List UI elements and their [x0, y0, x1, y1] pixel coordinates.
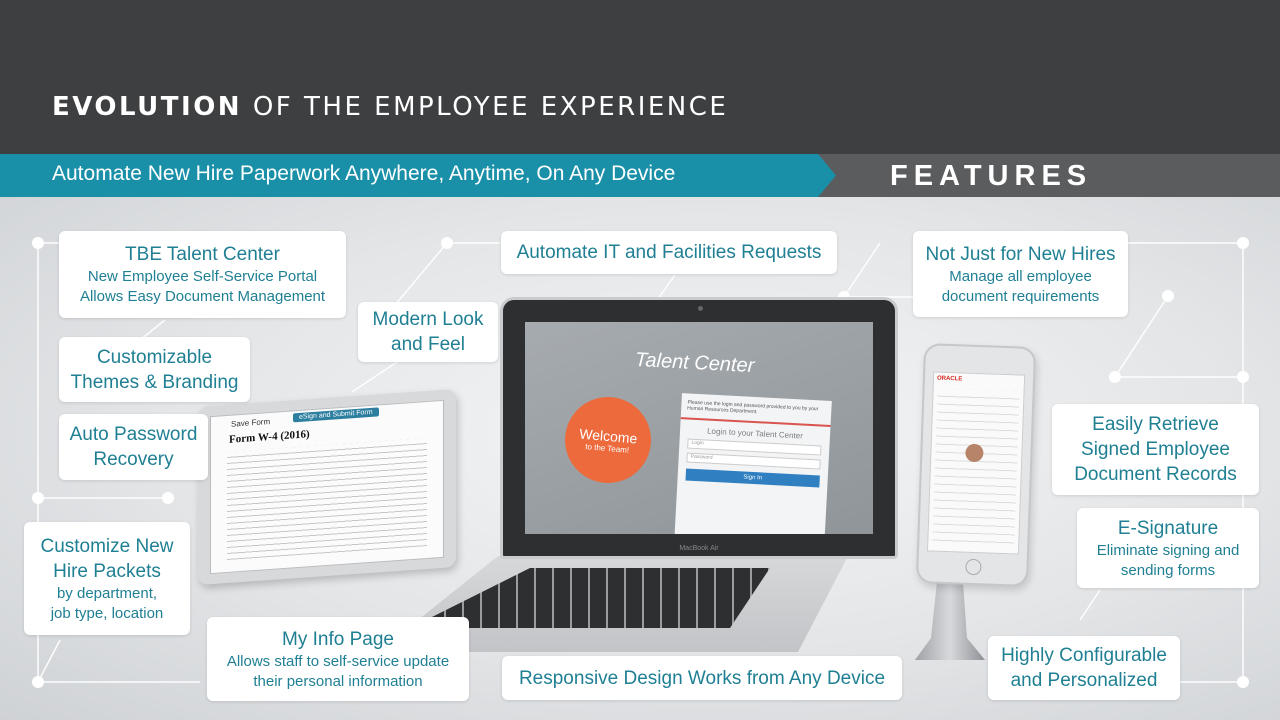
password-field: Password — [686, 452, 821, 470]
card-auto-password: Auto Password Recovery — [59, 414, 208, 480]
card-line: Customizable — [96, 346, 213, 368]
card-not-just-new-hires: Not Just for New Hires Manage all employ… — [913, 231, 1128, 317]
card-line: Recovery — [93, 449, 174, 470]
card-it-facilities: Automate IT and Facilities Requests — [501, 231, 837, 274]
tablet-esign-button: eSign and Submit Form — [293, 407, 379, 423]
card-line: Themes & Branding — [70, 371, 239, 393]
card-line: job type, location — [50, 604, 164, 622]
card-themes-branding: Customizable Themes & Branding — [59, 337, 250, 402]
tablet-save-form: Save Form — [231, 416, 271, 429]
title-strong: EVOLUTION — [52, 92, 243, 122]
card-line: document requirements — [941, 287, 1100, 305]
card-title: My Info Page — [282, 628, 394, 650]
card-tbe-talent-center: TBE Talent Center New Employee Self-Serv… — [59, 231, 346, 318]
tablet-form-lines — [227, 438, 427, 562]
card-line: Hire Packets — [53, 560, 161, 582]
card-highly-configurable: Highly Configurable and Personalized — [988, 636, 1180, 700]
card-line: Modern Look — [372, 309, 484, 330]
card-line: Eliminate signing and — [1096, 541, 1240, 559]
page-title: EVOLUTION OF THE EMPLOYEE EXPERIENCE — [52, 92, 728, 122]
subtitle-band — [0, 154, 836, 197]
tablet-form-title: Form W-4 (2016) — [229, 428, 310, 446]
card-line: Easily Retrieve — [1092, 414, 1219, 435]
card-line: sending forms — [1120, 561, 1216, 579]
card-title: Automate IT and Facilities Requests — [516, 242, 822, 263]
phone-device: ORACLE — [915, 343, 1037, 587]
card-line: Document Records — [1074, 464, 1237, 485]
card-line: Allows Easy Document Management — [79, 288, 326, 305]
card-line: Customize New — [40, 535, 174, 557]
laptop-brand: MacBook Air — [679, 545, 719, 552]
phone-screen: ORACLE — [926, 371, 1026, 555]
card-title: Responsive Design Works from Any Device — [518, 667, 886, 689]
card-hire-packets: Customize New Hire Packets by department… — [24, 522, 190, 635]
laptop-screen: Talent Center Welcome to the Team! Pleas… — [525, 322, 873, 534]
card-title: TBE Talent Center — [125, 244, 280, 265]
card-line: and Personalized — [1010, 670, 1158, 691]
features-band — [800, 154, 1280, 197]
card-title: E-Signature — [1117, 517, 1219, 539]
card-modern-look: Modern Look and Feel — [358, 302, 498, 362]
card-my-info-page: My Info Page Allows staff to self-servic… — [207, 617, 469, 701]
home-button-icon — [965, 558, 982, 576]
sign-in-button: Sign In — [685, 468, 820, 488]
title-rest: OF THE EMPLOYEE EXPERIENCE — [252, 92, 729, 122]
tablet-device: Save Form eSign and Submit Form Form W-4… — [198, 388, 456, 586]
features-heading: FEATURES — [890, 160, 1093, 192]
card-line: Manage all employee — [949, 267, 1092, 285]
card-line: New Employee Self-Service Portal — [87, 268, 318, 285]
phone-list — [932, 388, 1020, 550]
card-e-signature: E-Signature Eliminate signing and sendin… — [1077, 508, 1259, 588]
tablet-screen: Save Form eSign and Submit Form Form W-4… — [210, 399, 444, 575]
card-line: their personal information — [253, 672, 423, 690]
card-line: Signed Employee — [1081, 439, 1230, 460]
camera-icon — [698, 306, 703, 311]
card-line: Highly Configurable — [1001, 645, 1167, 666]
header-bar — [0, 0, 1280, 154]
subtitle: Automate New Hire Paperwork Anywhere, An… — [52, 162, 676, 185]
card-retrieve-records: Easily Retrieve Signed Employee Document… — [1052, 404, 1259, 495]
oracle-logo: ORACLE — [936, 375, 963, 383]
laptop-device: Talent Center Welcome to the Team! Pleas… — [500, 297, 898, 559]
card-line: by department, — [56, 584, 158, 602]
card-line: Auto Password — [69, 424, 198, 445]
card-line: Allows staff to self-service update — [226, 652, 450, 670]
card-line: and Feel — [391, 334, 465, 355]
welcome-badge: Welcome to the Team! — [561, 393, 655, 487]
talent-center-title: Talent Center — [634, 348, 755, 378]
login-panel: Please use the login and password provid… — [674, 393, 832, 534]
card-title: Not Just for New Hires — [925, 243, 1116, 265]
card-responsive-design: Responsive Design Works from Any Device — [502, 656, 902, 700]
login-note: Please use the login and password provid… — [680, 393, 832, 427]
